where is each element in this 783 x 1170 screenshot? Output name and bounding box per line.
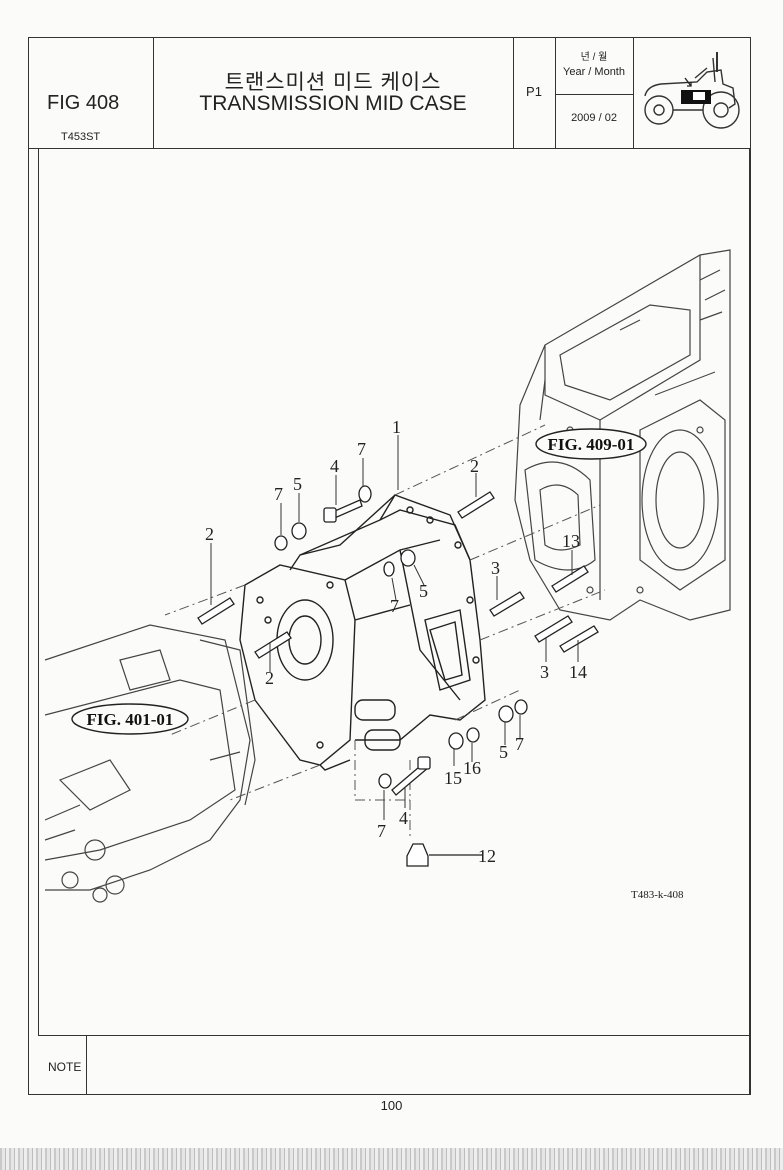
svg-text:FIG. 401-01: FIG. 401-01 bbox=[87, 710, 174, 729]
date-divider bbox=[555, 94, 633, 95]
title-korean: 트랜스미션 미드 케이스 bbox=[224, 71, 442, 94]
callout-2b: 2 bbox=[205, 524, 214, 544]
page-frame bbox=[28, 37, 751, 1095]
page-code: P1 bbox=[526, 84, 542, 99]
drawing-right-rule bbox=[749, 148, 750, 1095]
callout-7d: 7 bbox=[515, 734, 524, 754]
callout-7c: 7 bbox=[390, 596, 399, 616]
parts-diagram: FIG. 409-01 FIG. 401-01 1 2 2 2 3 3 4 bbox=[44, 249, 731, 903]
year-month-korean: 년 / 월 bbox=[580, 52, 608, 63]
header-divider-2 bbox=[513, 37, 514, 148]
callout-4a: 4 bbox=[330, 456, 339, 476]
front-case-drawing bbox=[44, 624, 256, 903]
callout-7b: 7 bbox=[274, 484, 283, 504]
callout-leaders bbox=[210, 435, 579, 820]
callout-5c: 5 bbox=[499, 742, 508, 762]
year-month-english: Year / Month bbox=[563, 66, 625, 78]
callout-14: 14 bbox=[569, 662, 587, 682]
note-top-rule bbox=[38, 1035, 749, 1036]
callout-7e: 7 bbox=[377, 821, 386, 841]
callout-15: 15 bbox=[444, 768, 462, 788]
callout-16: 16 bbox=[463, 758, 481, 778]
callout-13: 13 bbox=[562, 531, 580, 551]
callout-2a: 2 bbox=[470, 456, 479, 476]
callout-3a: 3 bbox=[491, 558, 500, 578]
fig-409-reference: FIG. 409-01 bbox=[535, 428, 647, 460]
callout-numbers: 1 2 2 2 3 3 4 4 5 5 5 7 7 7 7 7 12 13 14… bbox=[205, 417, 587, 866]
callout-2c: 2 bbox=[265, 668, 274, 688]
fig-number: FIG 408 bbox=[47, 92, 120, 114]
callout-12: 12 bbox=[478, 846, 496, 866]
date-value: 2009 / 02 bbox=[571, 112, 617, 124]
header-divider-4 bbox=[633, 37, 634, 148]
scan-edge-artifact bbox=[0, 1148, 783, 1170]
svg-text:FIG. 409-01: FIG. 409-01 bbox=[548, 435, 635, 454]
title-english: TRANSMISSION MID CASE bbox=[199, 92, 467, 115]
mid-case-drawing bbox=[239, 494, 486, 771]
tractor-icon bbox=[644, 52, 740, 129]
callout-5b: 5 bbox=[419, 581, 428, 601]
header-divider-3 bbox=[555, 37, 556, 148]
assembly-guide-lines bbox=[164, 424, 606, 840]
model-code: T453ST bbox=[61, 131, 101, 143]
fastener-drawings bbox=[197, 485, 599, 867]
header-divider-1 bbox=[153, 37, 154, 148]
note-label: NOTE bbox=[48, 1060, 82, 1074]
page-number: 100 bbox=[380, 1098, 403, 1113]
callout-5a: 5 bbox=[293, 474, 302, 494]
drawing-code: T483-k-408 bbox=[631, 889, 684, 901]
fig-401-reference: FIG. 401-01 bbox=[71, 703, 189, 735]
callout-7a: 7 bbox=[357, 439, 366, 459]
header-bottom-rule bbox=[28, 148, 751, 149]
callout-4b: 4 bbox=[399, 808, 408, 828]
callout-3b: 3 bbox=[540, 662, 549, 682]
drawing-left-rule bbox=[38, 148, 39, 1035]
callout-1: 1 bbox=[392, 417, 401, 437]
note-divider bbox=[86, 1035, 87, 1095]
